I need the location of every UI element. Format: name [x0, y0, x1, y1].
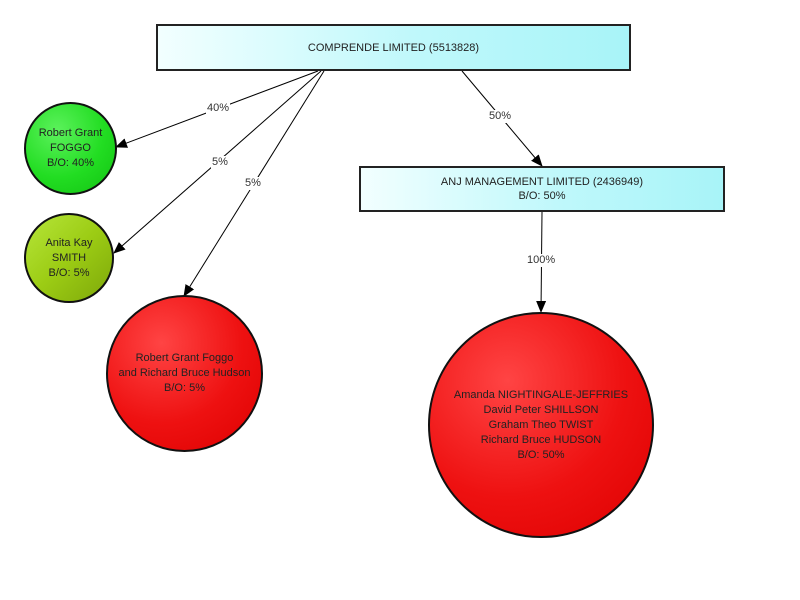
company-node-anj[interactable]: ANJ MANAGEMENT LIMITED (2436949) B/O: 50…	[359, 166, 725, 212]
edge-label-smith: 5%	[211, 156, 229, 169]
beneficial-ownership: B/O: 50%	[518, 190, 566, 202]
person-name-line: Amanda NIGHTINGALE-JEFFRIES	[453, 388, 629, 401]
edge-label-anj: 50%	[488, 110, 513, 123]
person-name-line: and Richard Bruce Hudson	[118, 367, 251, 379]
edge-label-joint: 5%	[244, 177, 262, 190]
edge-label-foggo: 40%	[206, 102, 231, 115]
person-node-smith[interactable]: Anita Kay SMITH B/O: 5%	[24, 213, 114, 303]
person-name-line: David Peter SHILLSON	[483, 403, 599, 416]
person-surname: FOGGO	[50, 142, 91, 154]
beneficial-ownership: B/O: 5%	[164, 382, 205, 394]
person-node-group[interactable]: Amanda NIGHTINGALE-JEFFRIES David Peter …	[428, 312, 654, 538]
person-name-line: Robert Grant Foggo	[135, 352, 234, 364]
company-name: ANJ MANAGEMENT LIMITED (2436949)	[440, 176, 644, 188]
person-first-name: Anita Kay	[45, 236, 93, 249]
person-node-joint[interactable]: Robert Grant Foggo and Richard Bruce Hud…	[106, 295, 263, 452]
beneficial-ownership: B/O: 40%	[46, 157, 95, 169]
person-first-name: Robert Grant	[38, 127, 103, 139]
person-node-foggo[interactable]: Robert Grant FOGGO B/O: 40%	[24, 102, 117, 195]
person-surname: SMITH	[51, 251, 87, 264]
person-name-line: Graham Theo TWIST	[488, 418, 594, 431]
beneficial-ownership: B/O: 50%	[517, 448, 565, 461]
beneficial-ownership: B/O: 5%	[48, 266, 90, 279]
person-name-line: Richard Bruce HUDSON	[480, 433, 602, 446]
edge-label-group: 100%	[526, 254, 557, 267]
company-node-comprende[interactable]: COMPRENDE LIMITED (5513828)	[156, 24, 631, 71]
company-name: COMPRENDE LIMITED (5513828)	[307, 41, 480, 54]
